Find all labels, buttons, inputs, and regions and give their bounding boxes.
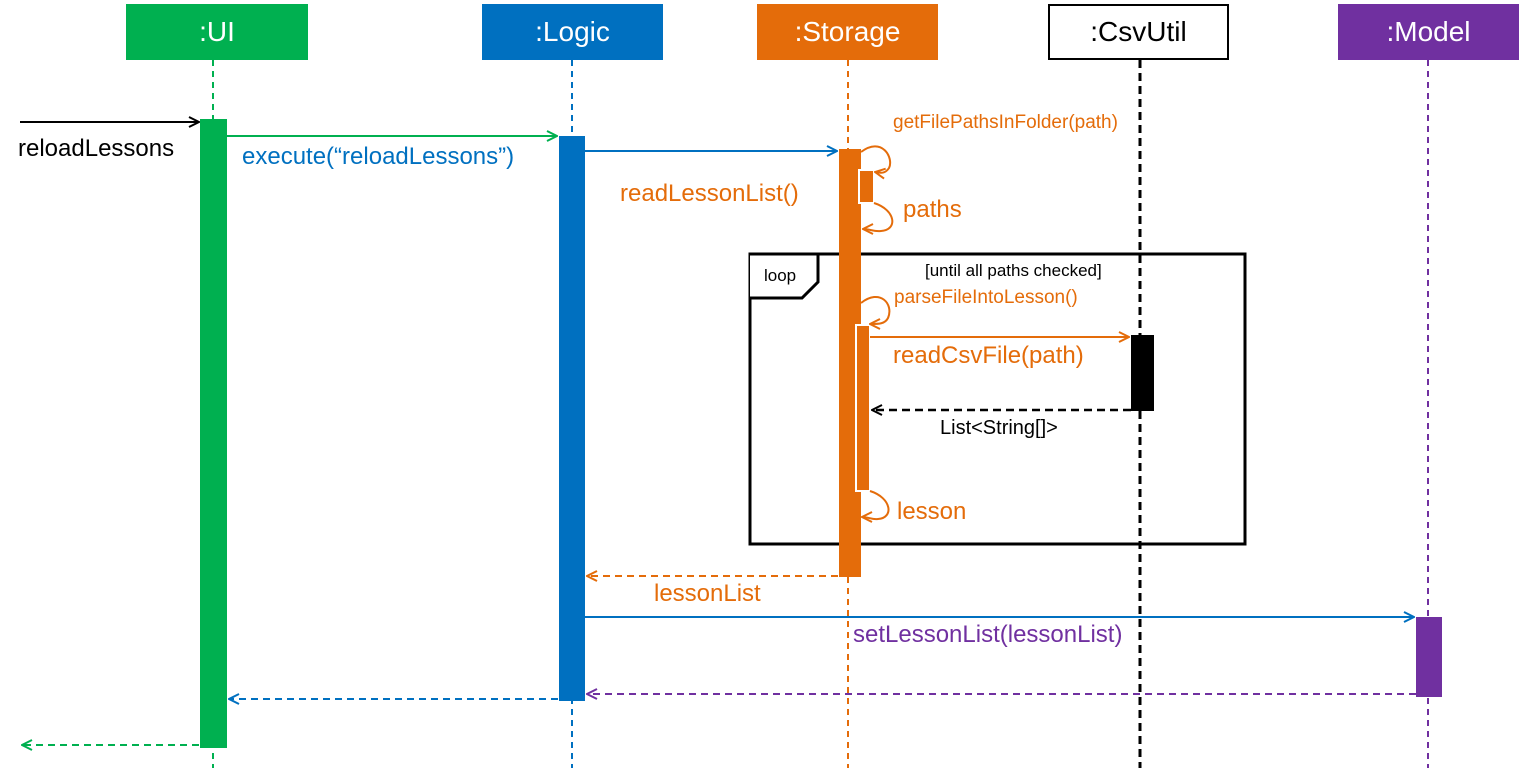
- activation-logic: [559, 136, 585, 701]
- loop-fragment-tag: [750, 252, 820, 300]
- label-parse-file: parseFileIntoLesson(): [894, 287, 1078, 308]
- label-get-file-paths: getFilePathsInFolder(path): [893, 112, 1118, 133]
- label-execute: execute(“reloadLessons”): [242, 143, 515, 170]
- activation-storage-getfilepaths: [858, 169, 875, 204]
- activation-storage-parsefile: [855, 324, 871, 492]
- arrow-get-file-paths: [860, 145, 892, 172]
- label-lesson-list: lessonList: [654, 580, 761, 607]
- label-read-csv: readCsvFile(path): [893, 342, 1084, 369]
- loop-fragment-frame: [748, 252, 1247, 546]
- arrow-lesson-return: [862, 490, 890, 519]
- arrow-paths-return: [863, 202, 894, 231]
- activation-ui: [200, 119, 227, 748]
- arrow-parse-file: [860, 296, 891, 324]
- label-set-lesson-list: setLessonList(lessonList): [853, 621, 1123, 648]
- label-reload-lessons: reloadLessons: [18, 135, 175, 162]
- activation-csvutil: [1131, 335, 1154, 411]
- label-lesson: lesson: [897, 498, 967, 525]
- loop-operator-label: loop: [764, 266, 797, 285]
- activation-model: [1416, 617, 1442, 697]
- loop-guard-label: [until all paths checked]: [925, 261, 1102, 280]
- label-paths: paths: [903, 196, 962, 223]
- label-list-string: List<String[]>: [940, 417, 1058, 439]
- label-read-lesson-list: readLessonList(): [620, 180, 799, 207]
